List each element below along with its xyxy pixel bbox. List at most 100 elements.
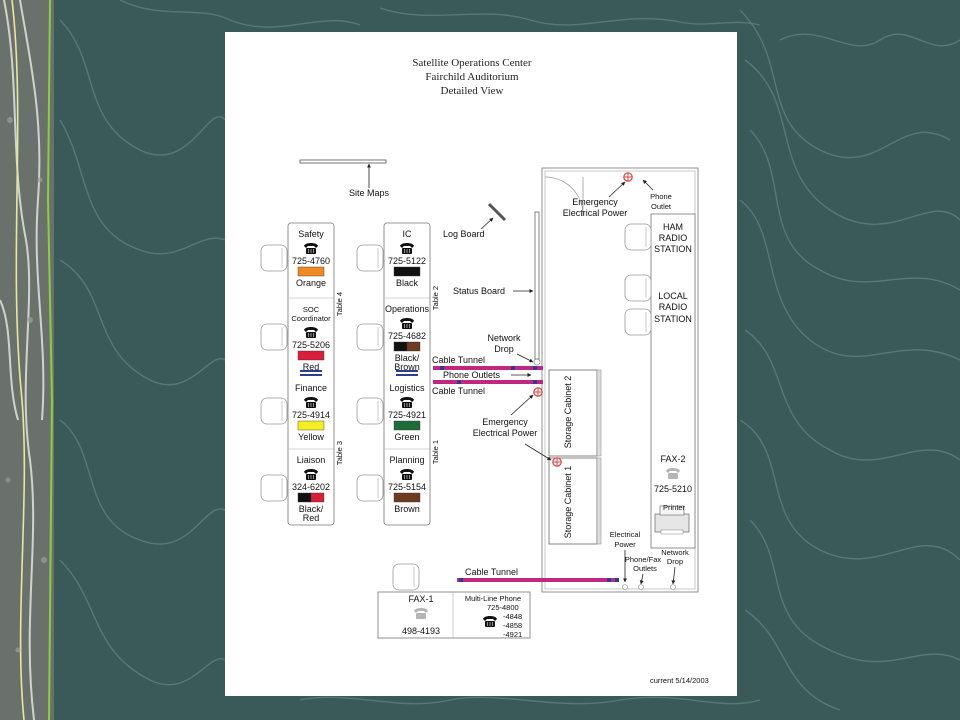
power-outlet-top (623, 172, 633, 182)
table-2-label: Table 2 (431, 286, 440, 310)
network-drop-line1: Network (487, 333, 521, 343)
station-phone: 725-5122 (388, 256, 426, 266)
station-phone: 725-4682 (388, 331, 426, 341)
station-role: Logistics (389, 383, 425, 393)
log-board (487, 202, 507, 222)
cable-tunnel-3 (457, 578, 619, 582)
chair-4 (356, 244, 384, 272)
fax2-number: 725-5210 (654, 484, 692, 494)
table-4-label: Table 4 (335, 292, 344, 316)
power-outlet-mid-1 (533, 387, 543, 397)
network-drop-bottom-line2: Drop (667, 557, 683, 566)
cable-tunnel-1 (433, 366, 543, 370)
station-role: Liaison (297, 455, 326, 465)
title-line-3: Detailed View (441, 85, 504, 97)
phone-fax-outlets-line2: Outlets (633, 564, 657, 573)
floor-plan-sheet: Satellite Operations Center Fairchild Au… (225, 32, 737, 696)
electrical-power-line2: Power (614, 540, 636, 549)
local-radio-station: LOCAL RADIO STATION (654, 291, 692, 324)
fax-desk (377, 591, 531, 639)
left-image-strip (0, 0, 54, 720)
chair-ham (624, 223, 652, 251)
chair-fax (392, 563, 420, 591)
color-swatch (406, 341, 421, 352)
station-role: SOC (303, 305, 320, 314)
svg-text:HAM: HAM (663, 222, 683, 232)
color-swatch (297, 266, 325, 277)
plan-title: Satellite Operations Center Fairchild Au… (412, 57, 531, 97)
emergency-power-mid-line2: Electrical Power (473, 428, 538, 438)
svg-text:RADIO: RADIO (659, 233, 688, 243)
station-color-name: Brown (394, 504, 420, 514)
multiline-number-2: -4848 (503, 612, 522, 621)
storage-cabinet-1 (548, 457, 598, 545)
svg-text:RADIO: RADIO (659, 302, 688, 312)
chair-2 (260, 397, 288, 425)
chair-0 (260, 244, 288, 272)
phone-fax-outlets-line1: Phone/Fax (625, 555, 662, 564)
electrical-power-line1: Electrical (610, 530, 641, 539)
table-3-label: Table 3 (335, 441, 344, 465)
emergency-power-top-line1: Emergency (572, 197, 618, 207)
multiline-number-3: -4858 (503, 621, 522, 630)
storage-cabinet-2 (548, 369, 598, 457)
status-board-label: Status Board (453, 286, 505, 296)
station-phone: 725-5154 (388, 482, 426, 492)
station-phone: 725-4921 (388, 410, 426, 420)
chair-5 (356, 323, 384, 351)
chair-local-2 (624, 308, 652, 336)
svg-text:STATION: STATION (654, 314, 692, 324)
color-swatch (297, 350, 325, 361)
station-color-name: Yellow (298, 432, 324, 442)
station-phone: 725-5206 (292, 340, 330, 350)
chair-1 (260, 323, 288, 351)
multiline-number-1: 725-4800 (487, 603, 519, 612)
radio-desk (650, 213, 696, 549)
cable-tunnel-2-label: Cable Tunnel (432, 386, 485, 396)
color-swatch (393, 341, 408, 352)
station-role: IC (403, 229, 413, 239)
status-board (534, 211, 540, 360)
color-swatch (310, 492, 325, 503)
printer-icon (654, 505, 690, 535)
fax1-label: FAX-1 (408, 594, 433, 604)
cable-tunnel-2 (433, 380, 543, 384)
storage-cabinet-2-label: Storage Cabinet 2 (563, 376, 573, 449)
table-gap-left (300, 370, 322, 376)
network-drop-bottom-line1: Network (661, 548, 689, 557)
multiline-number-4: -4921 (503, 630, 522, 639)
floor-plan: Satellite Operations Center Fairchild Au… (260, 57, 709, 685)
station-role: Operations (385, 304, 430, 314)
station-color-name: Red (303, 362, 320, 372)
title-line-2: Fairchild Auditorium (425, 71, 519, 83)
phone-outlet-line1: Phone (650, 192, 672, 201)
chair-local-1 (624, 274, 652, 302)
table-gap-middle (396, 370, 418, 376)
station-role: Safety (298, 229, 324, 239)
aerial-photo-strip (0, 0, 54, 720)
phone-outlets-label: Phone Outlets (443, 370, 501, 380)
chair-6 (356, 397, 384, 425)
power-outlet-mid-2 (552, 457, 562, 467)
color-swatch (297, 492, 312, 503)
printer-label: Printer (663, 503, 686, 512)
station-phone: 324-6202 (292, 482, 330, 492)
storage-cabinet-1-label: Storage Cabinet 1 (563, 466, 573, 539)
station-color-name: Red (303, 513, 320, 523)
color-swatch (393, 492, 421, 503)
fax2-label: FAX-2 (660, 454, 685, 464)
color-swatch (393, 266, 421, 277)
svg-text:STATION: STATION (654, 244, 692, 254)
station-phone: 725-4914 (292, 410, 330, 420)
fax1-number: 498-4193 (402, 626, 440, 636)
chair-7 (356, 474, 384, 502)
emergency-power-mid-line1: Emergency (482, 417, 528, 427)
station-role: Planning (389, 455, 424, 465)
